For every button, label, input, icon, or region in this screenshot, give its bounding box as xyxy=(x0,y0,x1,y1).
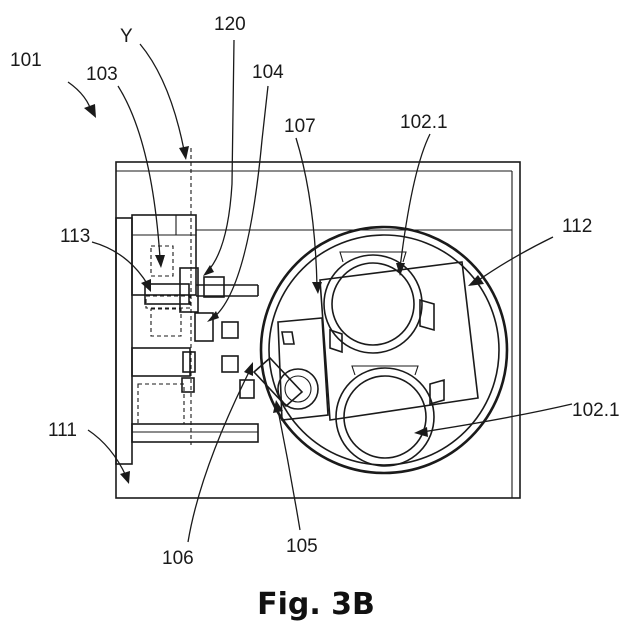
label-105: 105 xyxy=(286,536,318,557)
label-102-1-upper: 102.1 xyxy=(400,112,448,133)
label-101: 101 xyxy=(10,50,42,71)
label-y: Y xyxy=(120,26,133,47)
label-104: 104 xyxy=(252,62,284,83)
label-111: 111 xyxy=(48,420,77,441)
label-103: 103 xyxy=(86,64,118,85)
upper-cup xyxy=(324,252,422,353)
label-112: 112 xyxy=(562,216,592,237)
figure-caption: Fig. 3B xyxy=(257,587,375,622)
label-102-1-lower: 102.1 xyxy=(572,400,620,421)
gripper xyxy=(254,318,328,420)
lower-cup xyxy=(336,366,434,466)
label-113: 113 xyxy=(60,226,90,247)
label-106: 106 xyxy=(162,548,194,569)
label-120: 120 xyxy=(214,14,246,35)
mechanism-assembly xyxy=(132,215,258,442)
label-107: 107 xyxy=(284,116,316,137)
